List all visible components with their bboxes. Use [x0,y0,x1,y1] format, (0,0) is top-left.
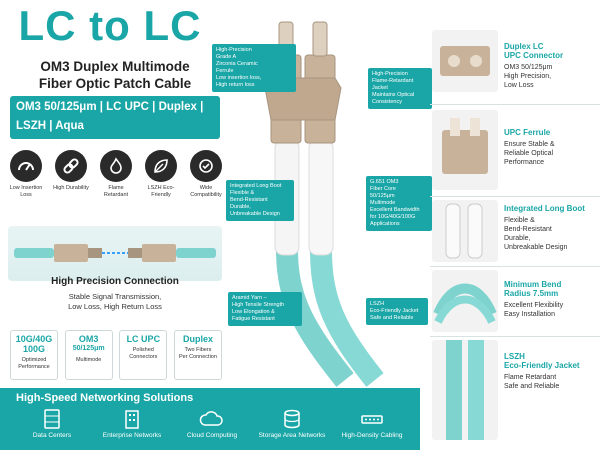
net-item-high-density: High-Density Cabling [332,408,412,448]
feature-image-bend [432,270,498,332]
network-switch-icon [361,415,383,424]
spec-banner: OM3 50/125μm | LC UPC | Duplex | LSZH | … [10,96,220,139]
page-title: LC to LC [18,2,202,49]
leaf-icon [145,150,177,182]
networking-items: Data Centers Enterprise Networks Cloud C… [12,408,412,448]
gauge-icon [10,150,42,182]
net-item-data-centers: Data Centers [12,408,92,448]
feature-long-boot: Integrated Long Boot Flexible &Bend-Resi… [504,204,585,251]
divider [430,336,600,337]
feature-image-ferrule [432,110,498,190]
connection-illustration [8,226,222,281]
spec-card-om3: OM3 50/125μm Multimode [64,330,113,380]
product-subtitle: OM3 Duplex Multimode Fiber Optic Patch C… [38,59,192,91]
building-icon [125,410,139,429]
networking-title: High-Speed Networking Solutions [16,392,194,404]
feature-wide-compatibility: Wide Compatibility [186,150,226,220]
net-item-san: Storage Area Networks [252,408,332,448]
divider [430,104,600,105]
database-icon [284,409,300,429]
feature-image-boot [432,200,498,262]
flame-icon [100,150,132,182]
feature-upc-ferrule: UPC Ferrule Ensure Stable &Reliable Opti… [504,128,555,166]
cloud-icon [199,411,223,426]
feature-image-connector [432,30,498,92]
feature-lszh-eco: LSZH Eco-Friendly [141,150,181,220]
server-rack-icon [44,409,60,429]
net-item-cloud: Cloud Computing [172,408,252,448]
compatibility-icon [190,150,222,182]
feature-icon-row: Low Insertion Loss High Durability Flame… [6,150,226,220]
feature-flame-retardant: Flame Retardant [96,150,136,220]
divider [430,196,600,197]
divider [430,266,600,267]
connection-subtitle: Stable Signal Transmission, Low Loss, Hi… [68,292,162,311]
connector-pair-image [14,244,216,262]
connection-title: High Precision Connection [51,276,179,287]
feature-image-lszh [432,340,498,440]
feature-lszh-jacket: LSZH Eco-Friendly Jacket Flame Retardant… [504,352,580,390]
feature-low-insertion-loss: Low Insertion Loss [6,150,46,220]
feature-bend-radius: Minimum Bend Radius 7.5mm Excellent Flex… [504,280,564,318]
networking-banner [0,388,420,450]
feature-high-durability: High Durability [51,150,91,220]
net-item-enterprise: Enterprise Networks [92,408,172,448]
link-icon [55,150,87,182]
